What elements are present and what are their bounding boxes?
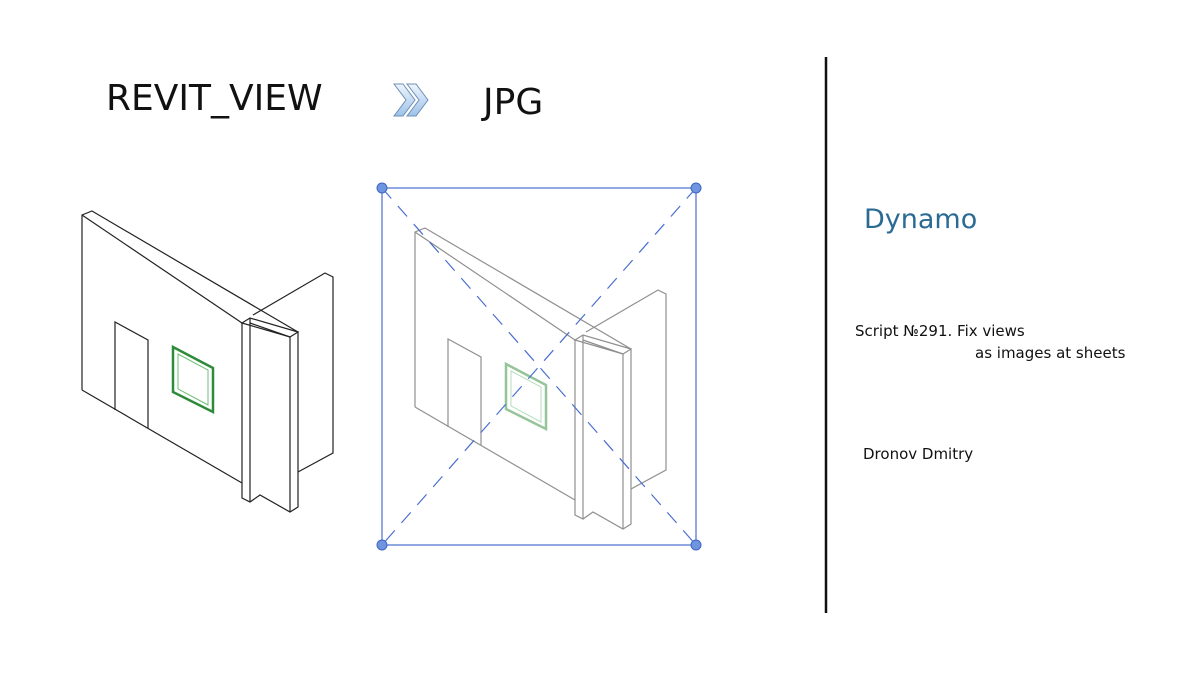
- source-label: REVIT_VIEW: [106, 78, 323, 119]
- product-title: Dynamo: [864, 204, 978, 235]
- frame-handle-bottom-right[interactable]: [690, 539, 702, 551]
- image-frame: [381, 187, 697, 546]
- frame-handle-top-left[interactable]: [376, 182, 388, 194]
- revit-view-wall-drawing: [80, 209, 335, 514]
- script-description-line1: Script №291. Fix views: [855, 322, 1025, 340]
- target-label: JPG: [483, 82, 544, 123]
- double-chevron-right-icon: [393, 83, 429, 117]
- author-name: Dronov Dmitry: [863, 445, 974, 463]
- frame-handle-bottom-left[interactable]: [376, 539, 388, 551]
- script-description-line2: as images at sheets: [975, 344, 1126, 362]
- frame-handle-top-right[interactable]: [690, 182, 702, 194]
- jpg-wall-drawing: [413, 226, 668, 531]
